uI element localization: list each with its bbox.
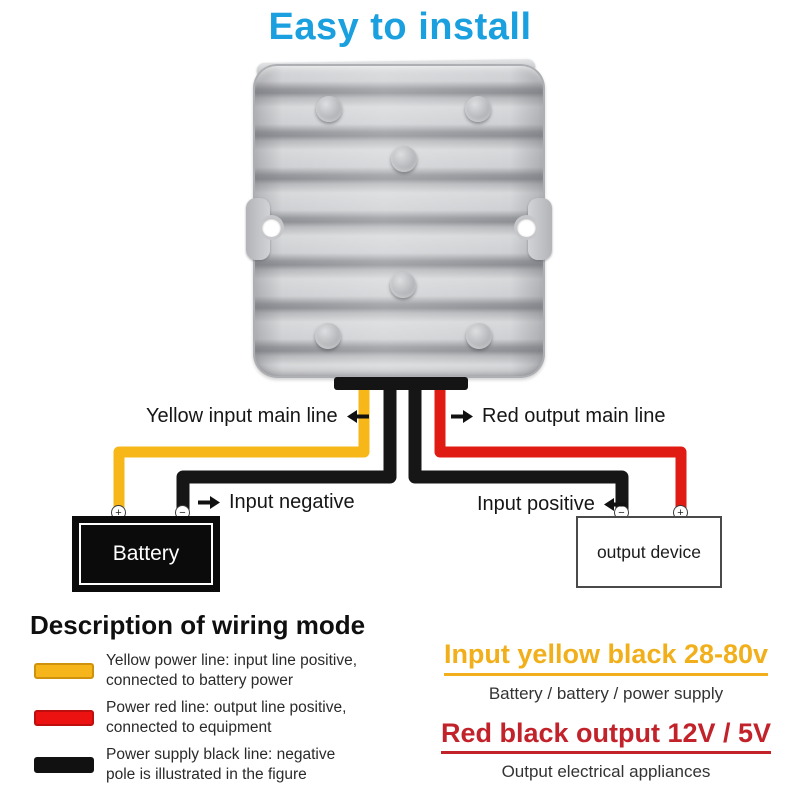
rivet-icon <box>316 96 342 122</box>
input-negative-label: Input negative <box>229 491 355 513</box>
arrow-left-icon <box>346 410 369 423</box>
input-spec-subtext: Battery / battery / power supply <box>488 683 724 703</box>
battery-label: Battery <box>79 523 213 585</box>
input-negative-label-row: Input negative <box>198 491 355 514</box>
red-line-label-row: Red output main line <box>451 405 665 428</box>
legend-item-yellow: Yellow power line: input line positive, … <box>34 651 414 691</box>
output-spec-subtext: Output electrical appliances <box>501 762 711 782</box>
specs-column: Input yellow black 28-80v Battery / batt… <box>420 639 792 782</box>
rivet-icon <box>465 96 491 122</box>
yellow-line-label: Yellow input main line <box>146 405 338 427</box>
output-device-box: output device <box>576 516 722 588</box>
legend-text: Yellow power line: input line positive, … <box>106 652 358 689</box>
voltage-converter-device <box>246 59 552 378</box>
legend-item-red: Power red line: output line positive, co… <box>34 698 414 738</box>
rivet-icon <box>315 323 341 349</box>
page-title: Easy to install <box>268 6 532 48</box>
arrow-left-icon <box>603 498 626 511</box>
device-heatsink-body <box>253 64 545 378</box>
rivet-icon <box>390 272 416 298</box>
legend-text: Power supply black line: negative pole i… <box>106 746 336 783</box>
arrow-right-icon <box>451 410 473 423</box>
yellow-line-swatch-icon <box>34 663 94 679</box>
input-spec-heading: Input yellow black 28-80v <box>443 639 769 676</box>
wire-connector-block <box>334 377 468 390</box>
rivet-icon <box>391 146 417 172</box>
red-line-label: Red output main line <box>482 405 666 427</box>
legend-item-black: Power supply black line: negative pole i… <box>34 745 414 785</box>
description-heading: Description of wiring mode <box>30 610 366 640</box>
output-spec-heading: Red black output 12V / 5V <box>440 718 772 755</box>
input-positive-label: Input positive <box>477 493 595 515</box>
rivet-icon <box>466 323 492 349</box>
input-positive-label-row: Input positive <box>477 493 626 516</box>
black-line-swatch-icon <box>34 757 94 773</box>
mounting-hole-right-icon <box>517 218 536 237</box>
red-line-swatch-icon <box>34 710 94 726</box>
legend-text: Power red line: output line positive, co… <box>106 699 347 736</box>
arrow-right-icon <box>198 496 220 509</box>
yellow-line-label-row: Yellow input main line <box>146 405 369 428</box>
battery-box: Battery <box>72 516 220 592</box>
mounting-hole-left-icon <box>262 218 281 237</box>
